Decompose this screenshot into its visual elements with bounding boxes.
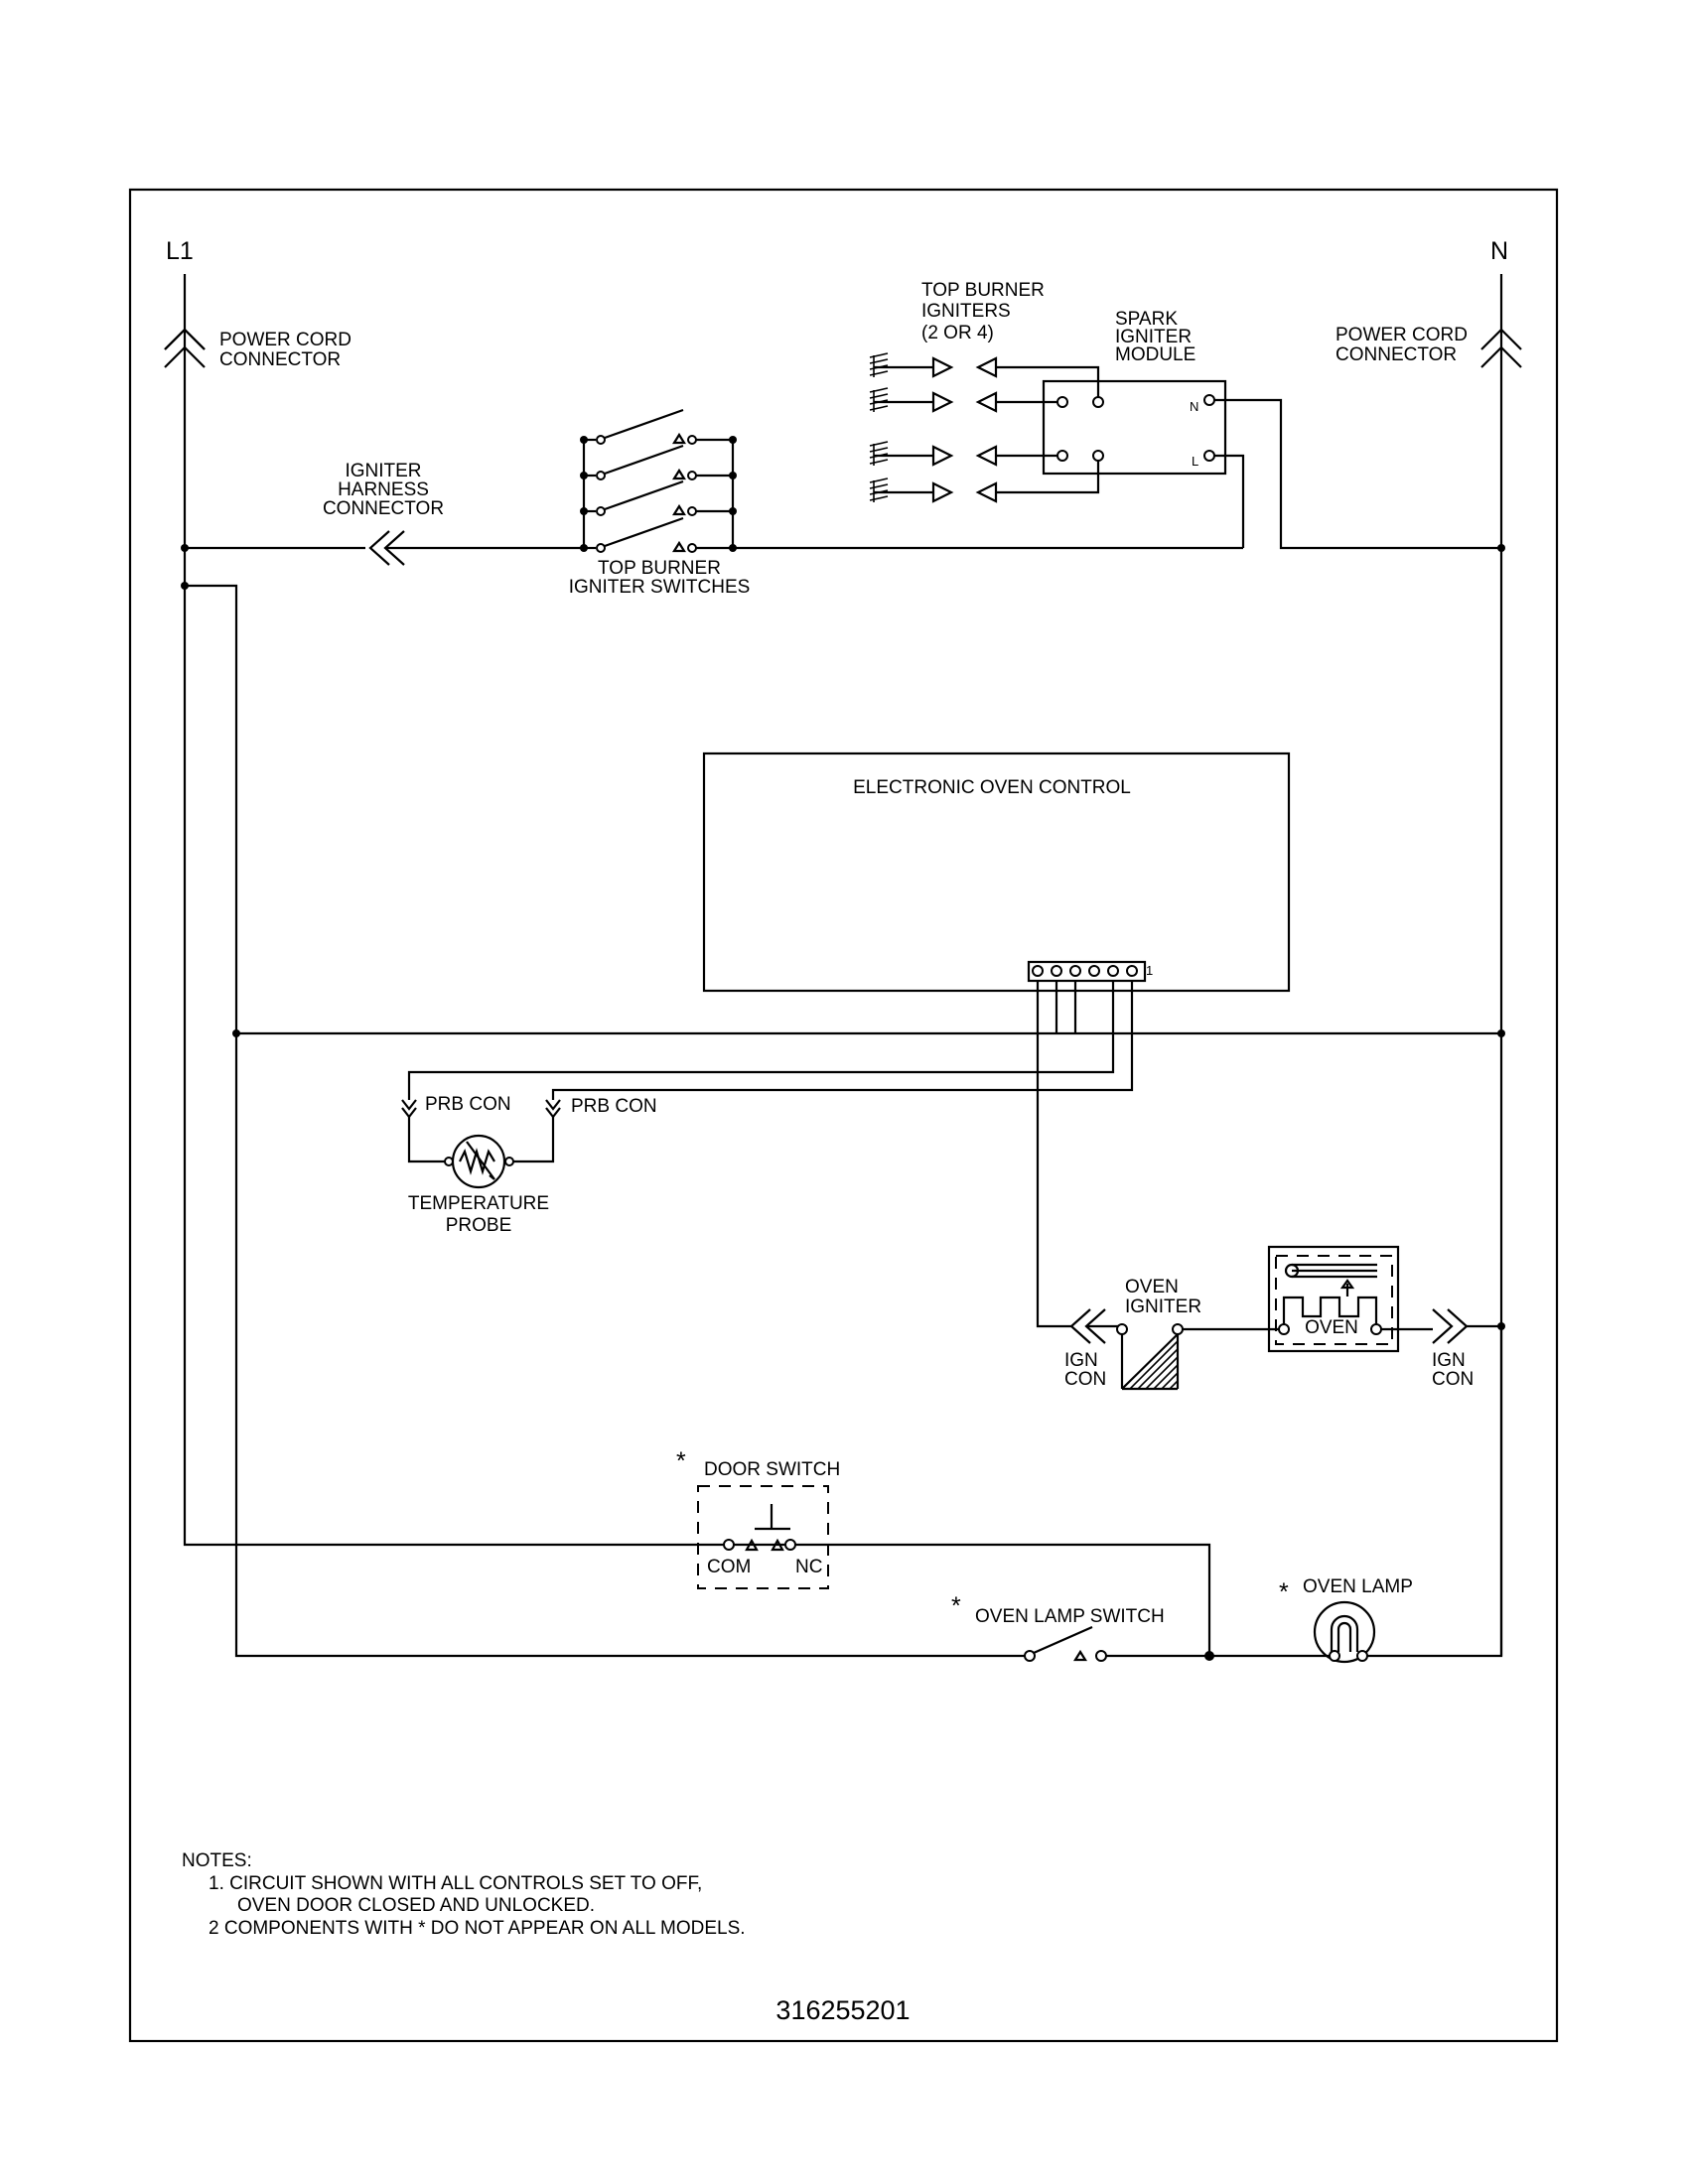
svg-text:IGN: IGN [1432, 1350, 1466, 1371]
svg-text:POWER CORD: POWER CORD [219, 330, 352, 350]
oven-ign-con-right: IGN CON [1432, 1308, 1501, 1390]
svg-text:PROBE: PROBE [446, 1215, 512, 1236]
part-number: 316255201 [775, 1995, 910, 2025]
burner-igniter [869, 352, 998, 378]
control-pin [1069, 965, 1081, 977]
svg-text:IGNITER: IGNITER [345, 461, 421, 481]
oven-ign-con-left: IGN CON [1064, 1308, 1122, 1390]
svg-text:HARNESS: HARNESS [338, 479, 429, 500]
note-1: 1. CIRCUIT SHOWN WITH ALL CONTROLS SET T… [209, 1873, 702, 1894]
prb-con-left: PRB CON [425, 1094, 511, 1115]
control-pin [1088, 965, 1100, 977]
door-switch: * DOOR SWITCH COM NC [676, 1447, 1211, 1656]
svg-text:TOP BURNER: TOP BURNER [598, 558, 721, 579]
control-pin [1051, 965, 1062, 977]
power-cord-connector-right: POWER CORD CONNECTOR [1336, 325, 1468, 365]
oven-lamp-asterisk: * [1279, 1578, 1289, 1606]
notes-title: NOTES: [182, 1850, 252, 1871]
top-burner-igniter-switches: TOP BURNER IGNITER SWITCHES [569, 408, 1243, 598]
oven-lamp-switch: * OVEN LAMP SWITCH [951, 1592, 1330, 1662]
note-2: 2 COMPONENTS WITH * DO NOT APPEAR ON ALL… [209, 1918, 746, 1939]
svg-text:OVEN LAMP: OVEN LAMP [1303, 1576, 1413, 1597]
n-label: N [1490, 237, 1508, 265]
module-n-terminal: N [1190, 399, 1198, 414]
control-pin [1032, 965, 1044, 977]
burner-igniter [869, 387, 998, 413]
notes: NOTES: 1. CIRCUIT SHOWN WITH ALL CONTROL… [182, 1850, 746, 1939]
burner-igniter [869, 478, 998, 503]
control-connector [1027, 960, 1147, 983]
door-switch-asterisk: * [676, 1447, 686, 1475]
svg-text:DOOR SWITCH: DOOR SWITCH [704, 1459, 840, 1480]
svg-text:NC: NC [795, 1557, 822, 1577]
svg-text:CON: CON [1064, 1369, 1106, 1390]
svg-text:SPARK: SPARK [1115, 309, 1178, 330]
svg-text:POWER CORD: POWER CORD [1336, 325, 1468, 345]
spark-igniter-module: SPARK IGNITER MODULE N L [996, 309, 1501, 550]
control-output-wires [407, 981, 1134, 1328]
note-1-cont: OVEN DOOR CLOSED AND UNLOCKED. [237, 1895, 595, 1916]
svg-text:OVEN: OVEN [1125, 1277, 1179, 1297]
electronic-oven-control: ELECTRONIC OVEN CONTROL 1 [702, 751, 1291, 993]
temperature-probe: PRB CON PRB CON TEMPERATURE PROBE [401, 1094, 657, 1236]
l1-label: L1 [166, 237, 194, 265]
oven-igniter: OVEN IGNITER [1116, 1277, 1284, 1391]
l1-line: L1 [164, 237, 790, 1547]
control-pin [1126, 965, 1138, 977]
igniter-switch [580, 408, 737, 445]
svg-text:CON: CON [1432, 1369, 1474, 1390]
svg-text:CONNECTOR: CONNECTOR [219, 349, 341, 370]
power-cord-connector-left: POWER CORD CONNECTOR [219, 330, 352, 370]
svg-text:(2 OR 4): (2 OR 4) [921, 323, 994, 343]
n-connector-symbol [1480, 328, 1522, 368]
svg-text:IGNITER SWITCHES: IGNITER SWITCHES [569, 577, 751, 598]
svg-text:TOP BURNER: TOP BURNER [921, 280, 1045, 301]
svg-text:IGNITER: IGNITER [1125, 1297, 1201, 1317]
svg-text:CONNECTOR: CONNECTOR [1336, 344, 1457, 365]
burner-igniter [869, 441, 998, 467]
oven-lamp: * OVEN LAMP [1279, 1326, 1503, 1664]
igniter-switch [580, 479, 737, 516]
igniter-harness-connector: IGNITER HARNESS CONNECTOR [185, 461, 584, 566]
diagram-frame [128, 188, 1559, 2043]
oven-valve: OVEN [1267, 1245, 1433, 1353]
svg-text:MODULE: MODULE [1115, 344, 1196, 365]
top-burner-igniters: TOP BURNER IGNITERS (2 OR 4) [869, 280, 1045, 503]
oven-lamp-switch-asterisk: * [951, 1592, 961, 1620]
igniter-switch [580, 516, 737, 553]
svg-text:IGN: IGN [1064, 1350, 1098, 1371]
svg-text:OVEN: OVEN [1305, 1317, 1358, 1338]
control-bus [185, 584, 1501, 1658]
control-pin-1-label: 1 [1146, 963, 1153, 978]
svg-text:CONNECTOR: CONNECTOR [323, 498, 444, 519]
igniter-switch [580, 444, 737, 480]
control-pin [1107, 965, 1119, 977]
svg-text:IGNITER: IGNITER [1115, 327, 1192, 347]
svg-text:OVEN LAMP SWITCH: OVEN LAMP SWITCH [975, 1606, 1165, 1627]
svg-text:COM: COM [707, 1557, 751, 1577]
svg-text:TEMPERATURE: TEMPERATURE [408, 1193, 549, 1214]
module-l-terminal: L [1192, 454, 1198, 469]
svg-text:IGNITERS: IGNITERS [921, 301, 1011, 322]
svg-text:ELECTRONIC OVEN CONTROL: ELECTRONIC OVEN CONTROL [853, 777, 1131, 798]
prb-con-right: PRB CON [571, 1096, 657, 1117]
